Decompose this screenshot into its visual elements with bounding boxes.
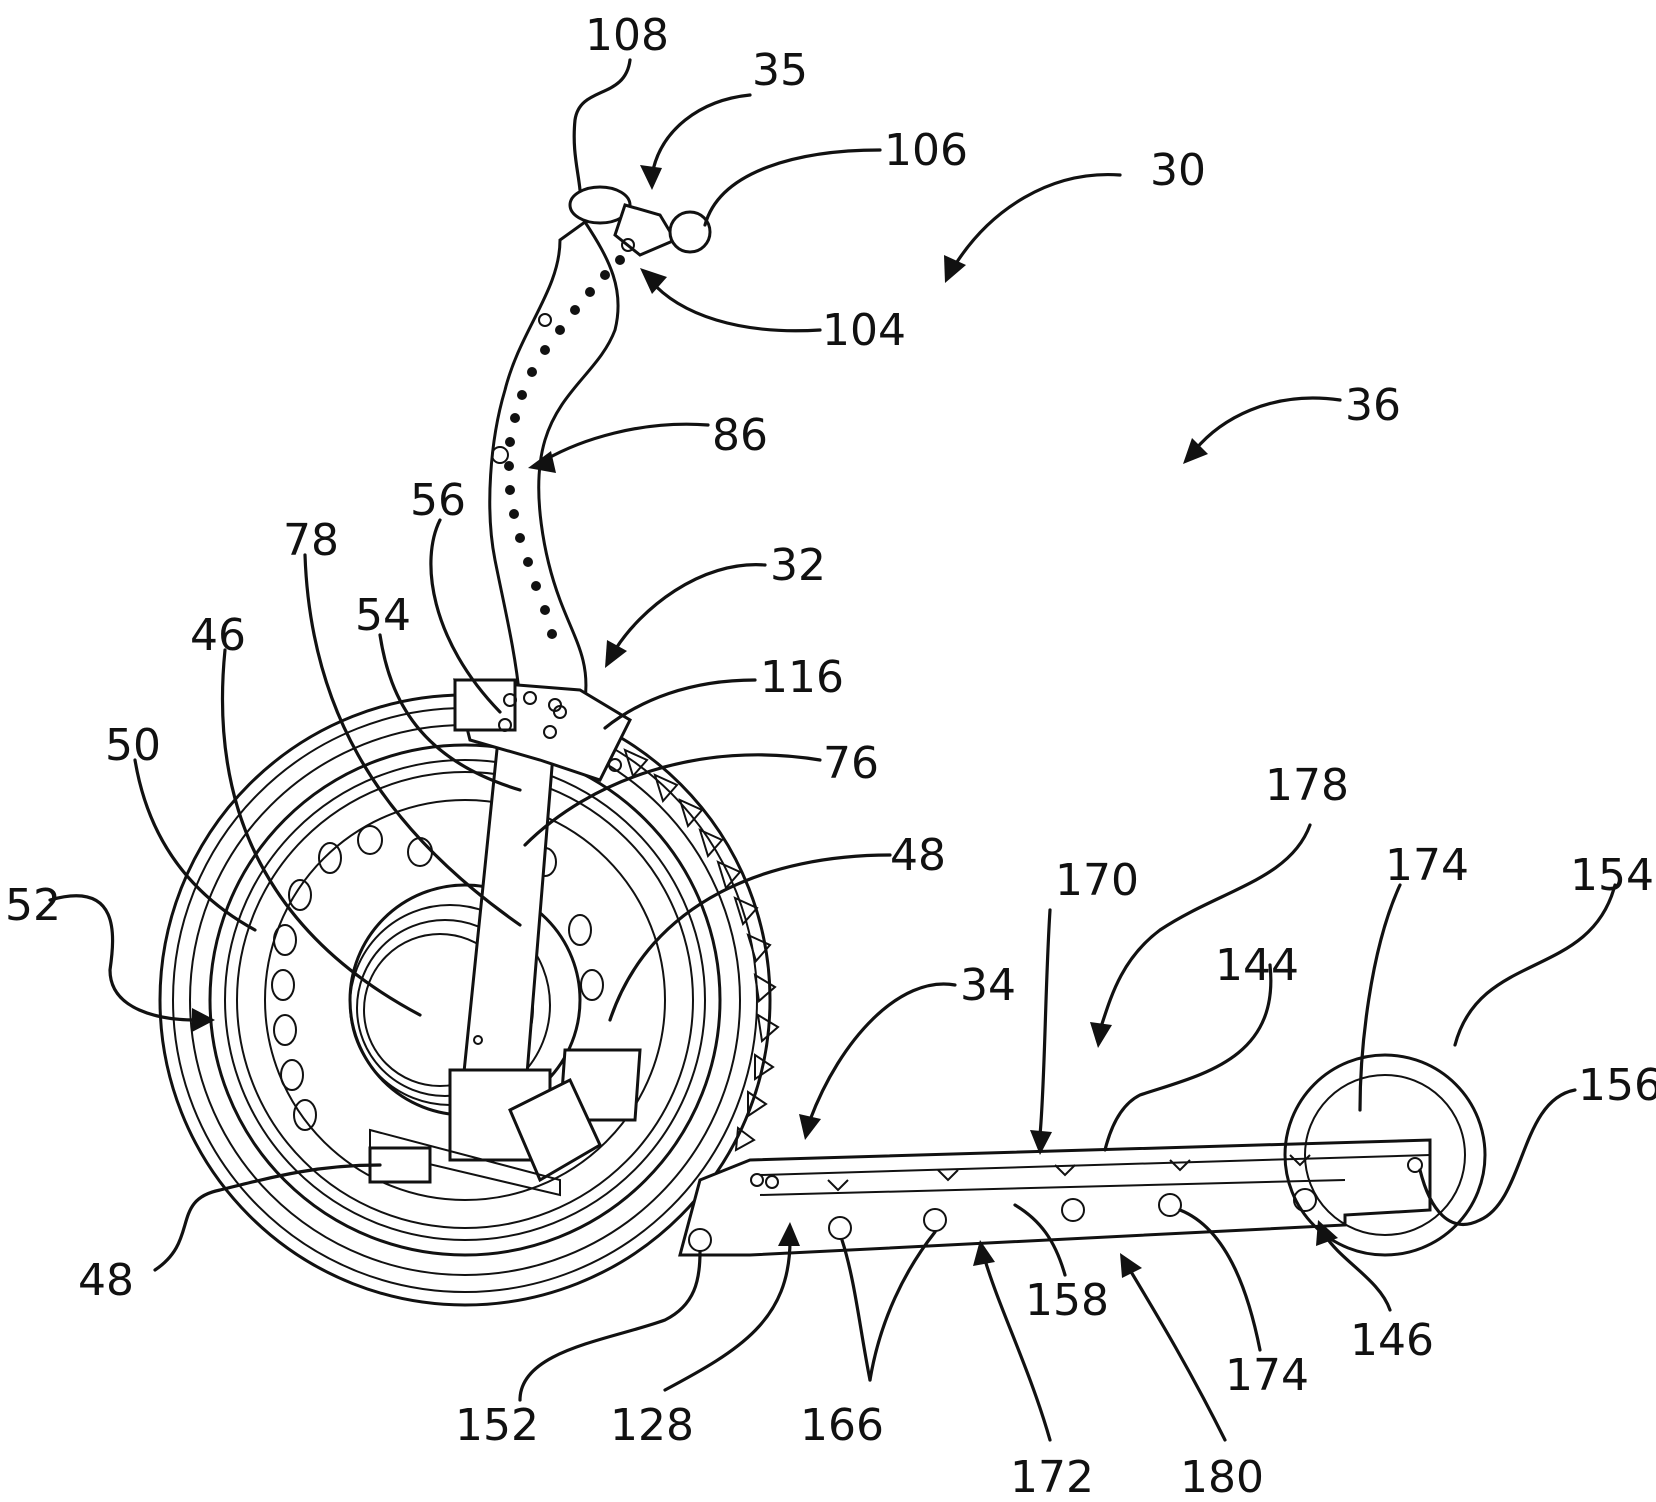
leader-lines — [48, 58, 1617, 1442]
ref-label-52: 52 — [5, 880, 61, 931]
ref-label-158: 158 — [1025, 1275, 1109, 1326]
ref-label-178: 178 — [1265, 760, 1349, 811]
column-holes — [491, 255, 625, 639]
front-wheel — [158, 693, 780, 1307]
ref-label-86: 86 — [712, 410, 768, 461]
ref-label-146: 146 — [1350, 1315, 1434, 1366]
ref-label-154: 154 — [1570, 850, 1654, 901]
tire-ring — [189, 724, 741, 1276]
rear-wheel — [1283, 1053, 1487, 1257]
ref-label-36: 36 — [1345, 380, 1401, 431]
clamp-block — [453, 678, 517, 732]
tire-outer — [158, 693, 772, 1307]
tire-tread-triangles — [623, 748, 780, 1152]
ref-label-166: 166 — [800, 1400, 884, 1451]
ref-label-174-top: 174 — [1385, 840, 1469, 891]
clamp-35 — [613, 203, 678, 257]
ref-label-54: 54 — [355, 590, 411, 641]
ref-label-50: 50 — [105, 720, 161, 771]
ref-label-116: 116 — [760, 652, 844, 703]
ref-label-32: 32 — [770, 540, 826, 591]
rear-wheel-inner — [1304, 1074, 1466, 1236]
ref-label-48-lower: 48 — [78, 1255, 134, 1306]
ref-label-180: 180 — [1180, 1452, 1264, 1497]
rim-ring — [224, 759, 706, 1241]
rim-holes — [271, 825, 604, 1131]
spoke-ring — [264, 799, 666, 1201]
ref-label-30: 30 — [1150, 145, 1206, 196]
ref-label-56: 56 — [410, 475, 466, 526]
ref-label-104: 104 — [822, 305, 906, 356]
ref-label-34: 34 — [960, 960, 1016, 1011]
steering-column — [488, 185, 712, 702]
ref-label-35: 35 — [752, 45, 808, 96]
gearbox — [508, 1077, 602, 1183]
ref-label-172: 172 — [1010, 1452, 1094, 1497]
rim-ring — [236, 771, 694, 1229]
ref-label-108: 108 — [585, 10, 669, 61]
ref-label-128: 128 — [610, 1400, 694, 1451]
rear-wheel-outer — [1283, 1053, 1487, 1257]
deck — [678, 1138, 1432, 1257]
rim-outer — [208, 743, 722, 1257]
knob-106 — [668, 210, 712, 254]
ref-label-152: 152 — [455, 1400, 539, 1451]
fork-arm — [368, 718, 642, 1197]
ref-label-78: 78 — [283, 515, 339, 566]
ref-label-174-bottom: 174 — [1225, 1350, 1309, 1401]
ref-label-76: 76 — [823, 738, 879, 789]
ref-label-170: 170 — [1055, 855, 1139, 906]
reference-labels: 108 35 106 30 104 36 86 56 78 32 54 46 1… — [5, 10, 1656, 1502]
lower-link — [369, 1128, 561, 1197]
ref-label-48-upper: 48 — [890, 830, 946, 881]
tire-ring — [172, 707, 758, 1293]
ref-label-46: 46 — [190, 610, 246, 661]
ref-label-106: 106 — [884, 125, 968, 176]
frame-clamp — [453, 678, 632, 782]
ref-label-156: 156 — [1578, 1060, 1656, 1111]
ref-label-144: 144 — [1215, 940, 1299, 991]
